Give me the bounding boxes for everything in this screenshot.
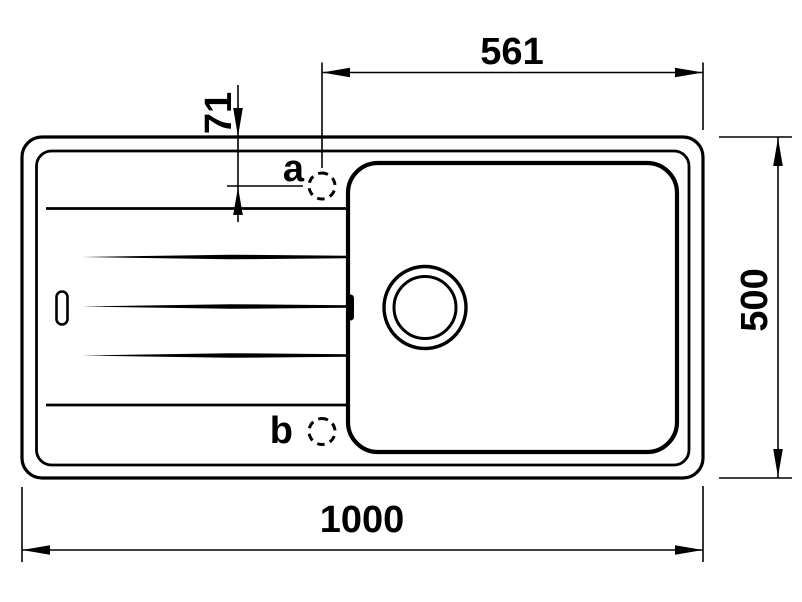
dim-500-value: 500 <box>734 268 776 331</box>
sink-outer-outline <box>20 135 705 480</box>
drainboard-slot <box>55 290 69 326</box>
tap-hole-a-dashed-circle <box>307 171 337 201</box>
drainboard-groove <box>82 353 348 358</box>
dim-1000-value: 1000 <box>320 499 405 541</box>
dim-561-value: 561 <box>480 31 543 73</box>
drain-outer-circle <box>382 264 468 351</box>
tap-hole-b-dashed-circle <box>307 417 337 446</box>
tap-hole-a-label: a <box>283 148 305 190</box>
dim-71-value: 71 <box>198 92 240 134</box>
dim-1000-arrowhead-right <box>675 545 703 555</box>
dim-561-arrowhead-right <box>675 67 703 78</box>
dim-71-arrowhead-up <box>233 187 243 215</box>
dim-561-arrowhead-left <box>322 67 350 78</box>
drainboard-groove <box>82 304 348 309</box>
dim-500-arrowhead-down <box>773 449 783 477</box>
sink-rim-inner-outline <box>35 149 691 467</box>
bowl-overflow-notch <box>347 294 354 321</box>
drainboard-groove <box>82 254 348 260</box>
sink-bowl-outline <box>345 160 680 455</box>
dim-1000-arrowhead-left <box>22 545 50 555</box>
dim-71-arrowhead-down <box>233 108 243 137</box>
dim-500-arrowhead-up <box>773 138 783 166</box>
drain-inner-circle <box>392 275 458 340</box>
tap-hole-b-label: b <box>270 410 293 452</box>
